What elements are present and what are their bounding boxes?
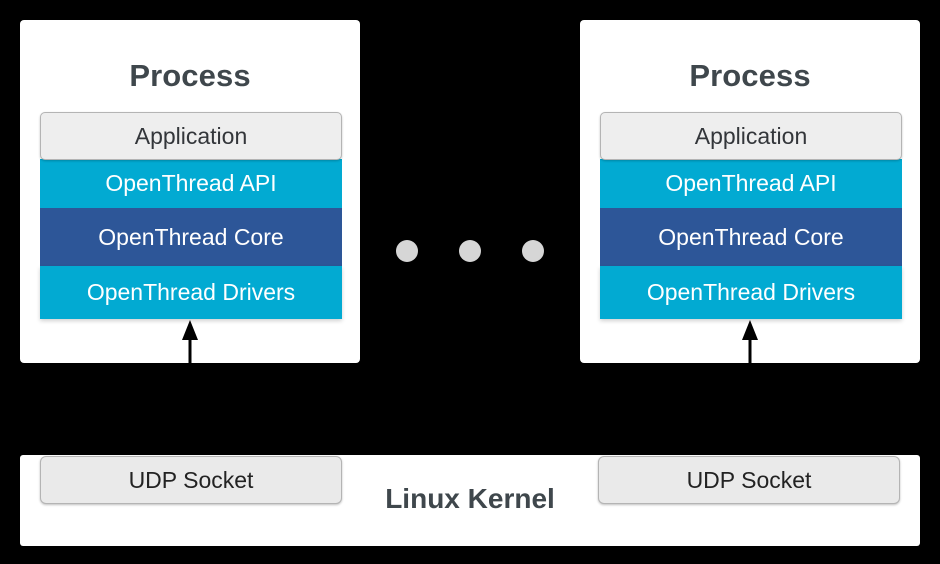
ellipsis-dot-3 bbox=[522, 240, 544, 262]
layer-application-1: Application bbox=[40, 112, 342, 160]
layer-stack-2: Application OpenThread API OpenThread Co… bbox=[600, 112, 902, 319]
layer-openthread-api-1: OpenThread API bbox=[40, 159, 342, 208]
layer-openthread-drivers-1: OpenThread Drivers bbox=[40, 266, 342, 319]
udp-socket-box-1: UDP Socket bbox=[40, 456, 342, 504]
ellipsis-dot-1 bbox=[396, 240, 418, 262]
layer-openthread-api-2: OpenThread API bbox=[600, 159, 902, 208]
ellipsis-dot-2 bbox=[459, 240, 481, 262]
layer-application-2: Application bbox=[600, 112, 902, 160]
layer-openthread-core-1: OpenThread Core bbox=[40, 208, 342, 266]
udp-socket-box-2: UDP Socket bbox=[598, 456, 900, 504]
process-title-1: Process bbox=[129, 58, 251, 93]
arrow-up-icon-2 bbox=[742, 320, 758, 365]
layer-openthread-drivers-2: OpenThread Drivers bbox=[600, 266, 902, 319]
process-card-1: Process Application OpenThread API OpenT… bbox=[20, 20, 360, 363]
layer-openthread-core-2: OpenThread Core bbox=[600, 208, 902, 266]
linux-kernel-panel: UDP Socket Linux Kernel UDP Socket bbox=[20, 455, 920, 546]
process-card-2: Process Application OpenThread API OpenT… bbox=[580, 20, 920, 363]
kernel-label: Linux Kernel bbox=[385, 483, 555, 514]
process-title-2: Process bbox=[689, 58, 811, 93]
arrow-up-icon-1 bbox=[182, 320, 198, 365]
layer-stack-1: Application OpenThread API OpenThread Co… bbox=[40, 112, 342, 319]
more-processes-ellipsis bbox=[396, 240, 544, 262]
